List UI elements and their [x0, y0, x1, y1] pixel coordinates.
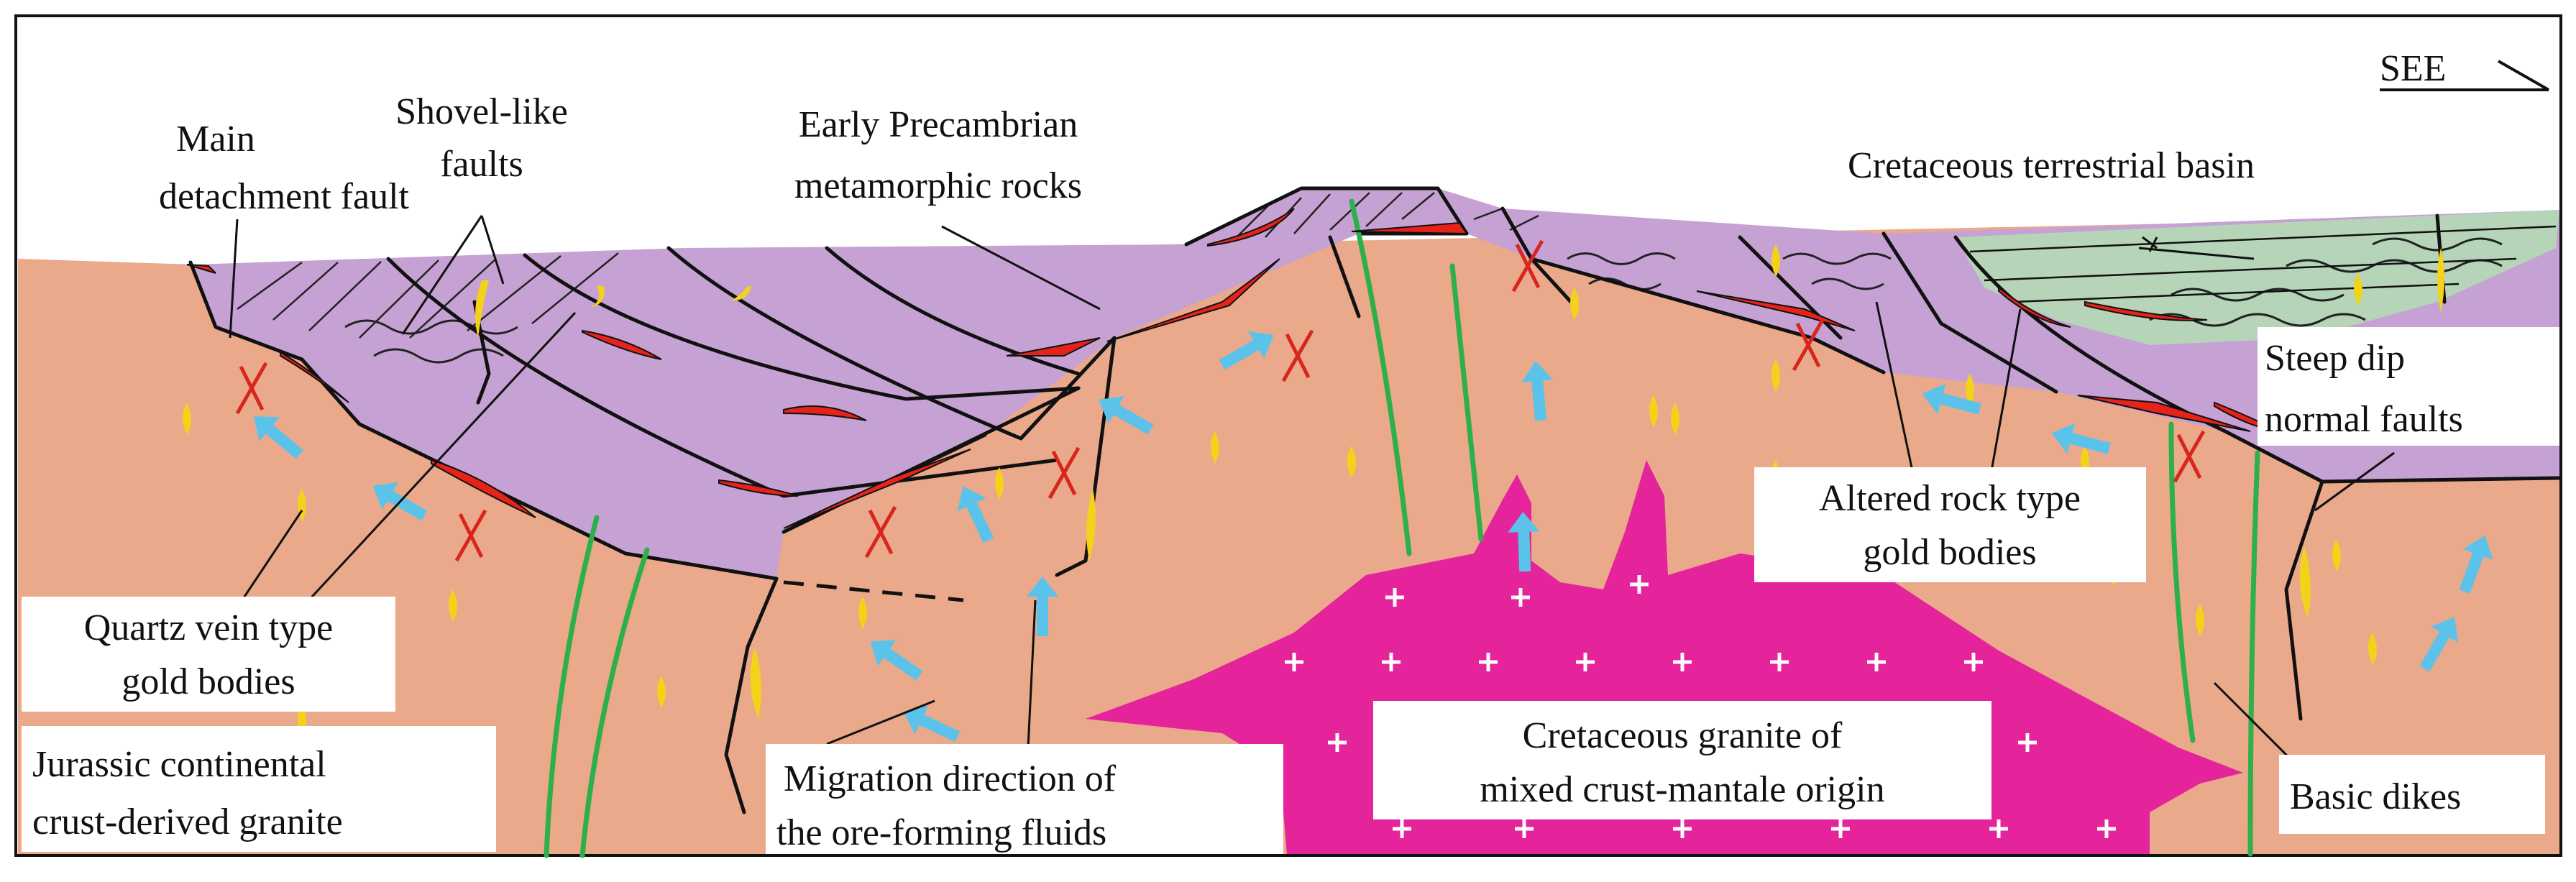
metamorphic-rocks-layer: [194, 188, 2559, 579]
svg-text:normal faults: normal faults: [2265, 399, 2463, 440]
svg-text:Steep dip: Steep dip: [2265, 338, 2405, 379]
basin-layers: [1969, 225, 2557, 303]
label-quartz-vein-gold: Quartz vein type gold bodies: [22, 597, 395, 712]
label-migration-direction: Migration direction of the ore-forming f…: [766, 744, 1283, 854]
label-main-detachment-fault: Main detachment fault: [159, 119, 410, 217]
granite-symbols: [1285, 575, 2116, 838]
basic-dikes: [544, 198, 2260, 858]
shovel-fault-2: [523, 253, 1081, 401]
svg-text:Quartz vein type: Quartz vein type: [84, 607, 334, 648]
label-steep-dip-faults: Steep dip normal faults: [2258, 327, 2559, 446]
steep-fault-3: [2284, 479, 2324, 721]
label-precambrian-rocks: Early Precambrian metamorphic rocks: [794, 104, 1082, 206]
orientation-label: SEE: [2380, 48, 2446, 89]
svg-text:Jurassic continental: Jurassic continental: [32, 744, 326, 785]
svg-text:Cretaceous granite of: Cretaceous granite of: [1523, 715, 1843, 756]
svg-text:crust-derived granite: crust-derived granite: [32, 801, 343, 842]
cretaceous-basin: [1956, 210, 2559, 345]
shovel-fault-1: [386, 257, 1059, 498]
schistosity-waves: [344, 237, 2503, 364]
svg-text:Altered rock type: Altered rock type: [1819, 478, 2081, 519]
fluid-arrows: [254, 331, 2493, 743]
svg-text:Basic dikes: Basic dikes: [2290, 776, 2461, 817]
labels: Main detachment fault Shovel-like faults…: [22, 91, 2559, 854]
label-cretaceous-granite: Cretaceous granite of mixed crust-mantal…: [1373, 701, 1991, 819]
main-detachment-fault: [188, 260, 779, 581]
svg-text:gold bodies: gold bodies: [1863, 532, 2036, 573]
svg-text:faults: faults: [440, 144, 523, 185]
svg-text:metamorphic rocks: metamorphic rocks: [794, 165, 1082, 206]
label-altered-rock-gold: Altered rock type gold bodies: [1754, 467, 2146, 582]
label-shovel-like-faults: Shovel-like faults: [395, 91, 568, 185]
svg-text:mixed crust-mantale origin: mixed crust-mantale origin: [1480, 769, 1884, 810]
leader-lines: [229, 215, 2395, 763]
svg-text:gold bodies: gold bodies: [122, 661, 295, 702]
orientation-indicator: SEE: [2380, 48, 2549, 91]
shovel-fault-4: [825, 246, 1081, 376]
shovel-fault-3: [666, 246, 1117, 441]
svg-text:Early Precambrian: Early Precambrian: [799, 104, 1078, 145]
svg-text:Migration direction of: Migration direction of: [784, 758, 1117, 799]
svg-text:the ore-forming fluids: the ore-forming fluids: [776, 812, 1106, 853]
svg-text:Shovel-like: Shovel-like: [395, 91, 568, 132]
altered-gold-bodies: [186, 208, 2280, 529]
svg-text:Main: Main: [176, 119, 255, 160]
x-marks: [235, 239, 2206, 562]
label-cretaceous-basin: Cretaceous terrestrial basin: [1848, 145, 2255, 186]
label-jurassic-granite: Jurassic continental crust-derived grani…: [22, 726, 496, 852]
steep-fault-2: [724, 576, 779, 814]
dashed-fault-extension: [783, 580, 964, 602]
svg-text:detachment fault: detachment fault: [159, 176, 410, 217]
frame-border: [14, 14, 2562, 857]
label-basic-dikes: Basic dikes: [2279, 755, 2545, 834]
